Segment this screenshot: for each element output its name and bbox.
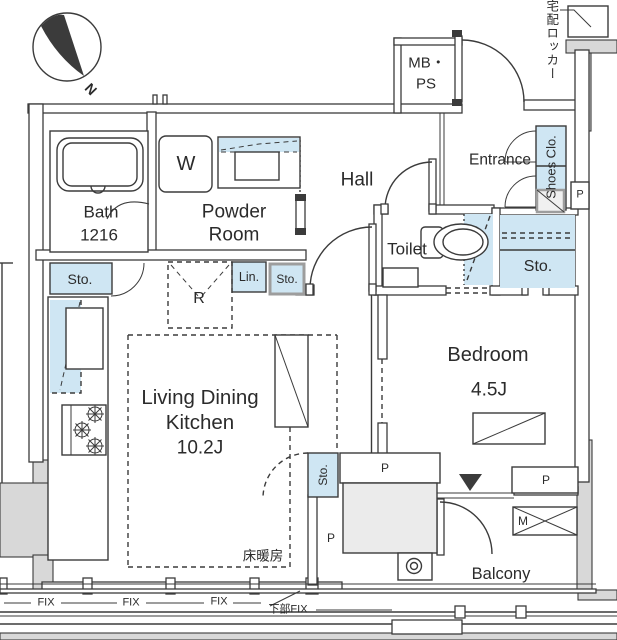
compass xyxy=(32,12,102,82)
storage-room-label: Sto. xyxy=(523,258,553,275)
doors xyxy=(262,30,537,556)
storage-room-area xyxy=(500,215,575,288)
refrigerator-label: R xyxy=(193,290,205,307)
bath-door-arc xyxy=(106,201,150,220)
hall-storage-label: Sto. xyxy=(276,272,298,286)
meter-label: M xyxy=(518,514,528,528)
bedroom-size-label: 4.5J xyxy=(471,379,507,401)
toilet-label: Toilet xyxy=(387,239,427,259)
hall-storage-area xyxy=(268,262,306,296)
pillar-label: P xyxy=(326,531,336,545)
floor-heating-boundary xyxy=(127,334,338,568)
shoes-closet-door-arc xyxy=(504,130,537,163)
kitchen-sink xyxy=(65,307,104,370)
entry-marker-triangle xyxy=(459,474,482,491)
linen-area xyxy=(231,261,267,293)
equipment-box xyxy=(342,482,438,554)
toilet-door-leaf xyxy=(428,158,437,212)
pillar-label: P xyxy=(541,473,551,487)
kitchen-fixtures xyxy=(47,262,145,561)
linen-label: Lin. xyxy=(238,269,260,284)
delivery-locker-label: 宅配ロッカー xyxy=(544,0,559,81)
bath-label-line2: 1216 xyxy=(80,225,118,245)
entrance-door-leaf xyxy=(454,35,463,103)
balcony-label: Balcony xyxy=(471,564,531,583)
shoes-closet-door-arc xyxy=(504,175,537,208)
delivery-locker xyxy=(560,5,609,38)
drain xyxy=(405,557,423,575)
pillar-box xyxy=(339,452,441,484)
bath-fixtures xyxy=(49,130,301,253)
fix-window-label: FIX xyxy=(122,596,140,609)
bath-label-line1: Bath xyxy=(83,202,119,222)
toilet-fixtures xyxy=(382,223,489,288)
ldk-door-leaf xyxy=(368,223,377,292)
ldk-door-arc xyxy=(309,226,373,290)
ldk-size-label: 10.2J xyxy=(176,437,224,459)
washer-label: W xyxy=(176,153,196,175)
fix-lines xyxy=(4,590,392,611)
pillar-box xyxy=(570,181,590,210)
floor-heating-label: 床暖房 xyxy=(242,548,284,564)
hall-label: Hall xyxy=(340,169,374,191)
ldk-bedroom-elements xyxy=(127,181,590,568)
storage-areas xyxy=(49,125,575,498)
kitchen-storage-door-arc xyxy=(110,262,145,297)
ldk-label-line1: Living Dining xyxy=(141,385,259,409)
toilet-counter xyxy=(382,267,419,288)
toilet-door-arc xyxy=(384,161,433,210)
powder-room-label-line1: Powder xyxy=(201,201,267,223)
entrance-label: Entrance xyxy=(468,151,532,169)
powder-room-label-line2: Room xyxy=(208,224,260,246)
interior-walls xyxy=(0,37,617,635)
pillar-label: P xyxy=(576,188,584,201)
ldk-storage-door-arc xyxy=(262,452,309,499)
washing-machine xyxy=(158,135,213,193)
refrigerator-space xyxy=(167,261,233,329)
lower-fix-label: 下部FIX xyxy=(268,603,308,616)
balcony-door-leaf xyxy=(436,498,445,556)
ldk-label-line2: Kitchen xyxy=(165,410,235,434)
fix-window-label: FIX xyxy=(210,595,228,608)
entrance-door-arc xyxy=(461,39,525,103)
kitchen-storage-label: Sto. xyxy=(67,271,93,287)
ldk-storage-label: Sto. xyxy=(316,464,330,486)
kitchen-storage-area xyxy=(49,262,113,295)
shoes-closet-label: Shoes Clo. xyxy=(543,135,559,199)
pillar-label: P xyxy=(380,461,390,475)
pillar-box xyxy=(511,466,579,494)
balcony-elements xyxy=(342,482,578,581)
bedroom-label: Bedroom xyxy=(447,344,529,366)
mb-ps-label-line1: MB・ xyxy=(408,54,446,72)
balcony-door-arc xyxy=(439,501,493,555)
ldk-storage-area xyxy=(307,452,339,498)
fix-window-label: FIX xyxy=(37,596,55,609)
mb-ps-label-line2: PS xyxy=(415,75,437,93)
